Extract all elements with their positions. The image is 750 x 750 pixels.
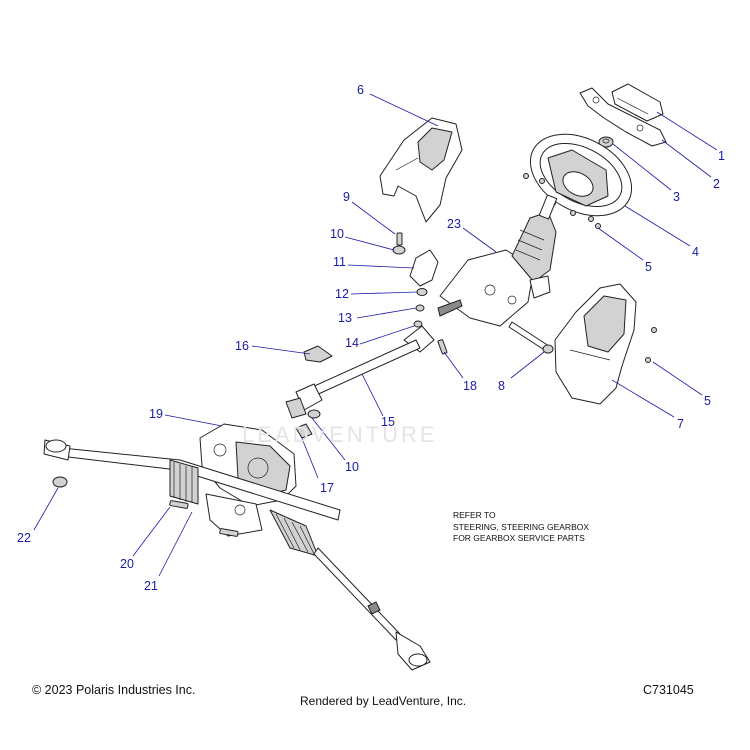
callout-15: 15: [381, 415, 395, 429]
part-12-spacer: [416, 288, 428, 296]
callout-5-upper: 5: [645, 260, 652, 274]
callout-8: 8: [498, 379, 505, 393]
leader-lines: [33, 93, 718, 577]
part-17-nut: [295, 423, 313, 439]
callout-20: 20: [120, 557, 134, 571]
tie-rod-right: [313, 547, 431, 671]
part-10-washer-lower: [307, 409, 321, 419]
tie-rod-left: [43, 439, 71, 461]
callout-18: 18: [463, 379, 477, 393]
callout-9: 9: [343, 190, 350, 204]
part-1-cover: [611, 83, 664, 122]
callout-16: 16: [235, 339, 249, 353]
callouts: 1 2 3 4 5 5 6 7 8 9 10 10 11 12 13 14 15…: [17, 83, 725, 593]
callout-13: 13: [338, 311, 352, 325]
part-20-bolt: [169, 500, 189, 509]
part-3-nut: [598, 136, 614, 148]
callout-3: 3: [673, 190, 680, 204]
callout-1: 1: [718, 149, 725, 163]
callout-10-upper: 10: [330, 227, 344, 241]
copyright-text: © 2023 Polaris Industries Inc.: [32, 683, 196, 697]
part-14-washer: [413, 320, 423, 328]
watermark-text: LEADVENTURE: [242, 422, 438, 447]
part-8-long-bolt: [508, 321, 554, 354]
callout-7: 7: [677, 417, 684, 431]
part-23-steering-column: [437, 194, 558, 327]
part-6-upper-cover: [379, 117, 463, 223]
part-15-intermediate-shaft: [285, 325, 435, 419]
callout-12: 12: [335, 287, 349, 301]
callout-4: 4: [692, 245, 699, 259]
part-10-washer-upper: [392, 245, 406, 255]
part-13-nut: [415, 304, 425, 312]
callout-23: 23: [447, 217, 461, 231]
callout-17: 17: [320, 481, 334, 495]
part-21-bolt: [219, 528, 239, 537]
part-2-bracket: [579, 87, 667, 147]
gearbox-reference-note: REFER TO STEERING, STEERING GEARBOX FOR …: [453, 510, 590, 543]
rendered-by-text: Rendered by LeadVenture, Inc.: [300, 694, 467, 708]
part-18-bolt: [437, 339, 448, 355]
callout-6: 6: [357, 83, 364, 97]
callout-10-lower: 10: [345, 460, 359, 474]
part-9-bolt: [396, 232, 403, 246]
callout-19: 19: [149, 407, 163, 421]
diagram-code: C731045: [643, 683, 694, 697]
part-4-steering-wheel: [529, 133, 633, 217]
part-16-clip: [303, 345, 333, 363]
part-11-bracket: [409, 249, 439, 287]
callout-5-lower: 5: [704, 394, 711, 408]
callout-14: 14: [345, 336, 359, 350]
callout-21: 21: [144, 579, 158, 593]
steering-rack: [59, 447, 341, 557]
callout-2: 2: [713, 177, 720, 191]
callout-11: 11: [333, 255, 346, 269]
part-22-nut: [52, 476, 68, 488]
part-5-screws-lower: [645, 327, 657, 363]
part-7-lower-cover: [554, 283, 637, 405]
callout-22: 22: [17, 531, 31, 545]
